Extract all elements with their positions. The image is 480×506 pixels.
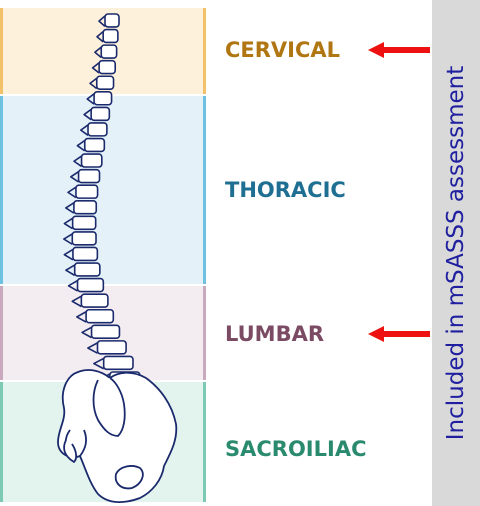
sacroiliac-label: SACROILIAC	[225, 437, 366, 461]
spine-illustration	[0, 0, 206, 506]
vertebra-body	[91, 107, 109, 120]
vertebra-body	[101, 45, 116, 58]
vertebra-process	[72, 296, 81, 306]
vertebra-body	[74, 201, 96, 214]
vertebra-process	[64, 249, 73, 259]
vertebra-process	[87, 94, 94, 104]
msasss-sidebar-text: Included in mSASSS assessment	[443, 66, 469, 441]
cervical-label: CERVICAL	[225, 38, 340, 62]
pelvis-group	[58, 370, 176, 502]
vertebra-process	[64, 234, 72, 244]
vertebra-body	[86, 310, 113, 323]
vertebra-process	[69, 281, 78, 291]
vertebra-body	[76, 185, 98, 198]
vertebrae-group	[64, 14, 140, 385]
vertebra-body	[97, 76, 114, 89]
vertebra-process	[84, 109, 91, 119]
vertebra-process	[94, 358, 104, 368]
vertebra-body	[85, 139, 105, 152]
cervical-arrow	[368, 42, 430, 58]
vertebra-process	[82, 327, 91, 337]
lumbar-label: LUMBAR	[225, 322, 324, 346]
vertebra-body	[92, 325, 120, 338]
vertebra-process	[71, 172, 79, 182]
vertebra-process	[77, 312, 86, 322]
thoracic-label: THORACIC	[225, 178, 346, 202]
vertebra-process	[93, 63, 100, 73]
vertebra-process	[81, 125, 88, 135]
vertebra-body	[94, 92, 111, 105]
vertebra-process	[99, 16, 105, 26]
vertebra-body	[73, 216, 96, 229]
vertebra-body	[78, 279, 104, 292]
vertebra-process	[90, 78, 97, 88]
vertebra-body	[105, 14, 119, 27]
vertebra-body	[81, 294, 108, 307]
vertebra-body	[79, 170, 100, 183]
vertebra-process	[74, 156, 82, 166]
vertebra-process	[66, 203, 74, 213]
vertebra-body	[97, 341, 126, 354]
vertebra-body	[73, 247, 97, 260]
vertebra-process	[97, 32, 103, 42]
vertebra-body	[103, 30, 118, 43]
vertebra-body	[104, 356, 133, 369]
vertebra-process	[64, 218, 72, 228]
vertebra-process	[88, 343, 98, 353]
vertebra-body	[72, 232, 96, 245]
vertebra-process	[95, 47, 101, 57]
vertebra-body	[82, 154, 102, 167]
lumbar-arrow	[368, 326, 430, 342]
vertebra-process	[68, 187, 76, 197]
vertebra-body	[75, 263, 100, 276]
vertebra-process	[77, 141, 84, 151]
vertebra-process	[66, 265, 75, 275]
vertebra-body	[99, 61, 115, 74]
vertebra-body	[88, 123, 107, 136]
